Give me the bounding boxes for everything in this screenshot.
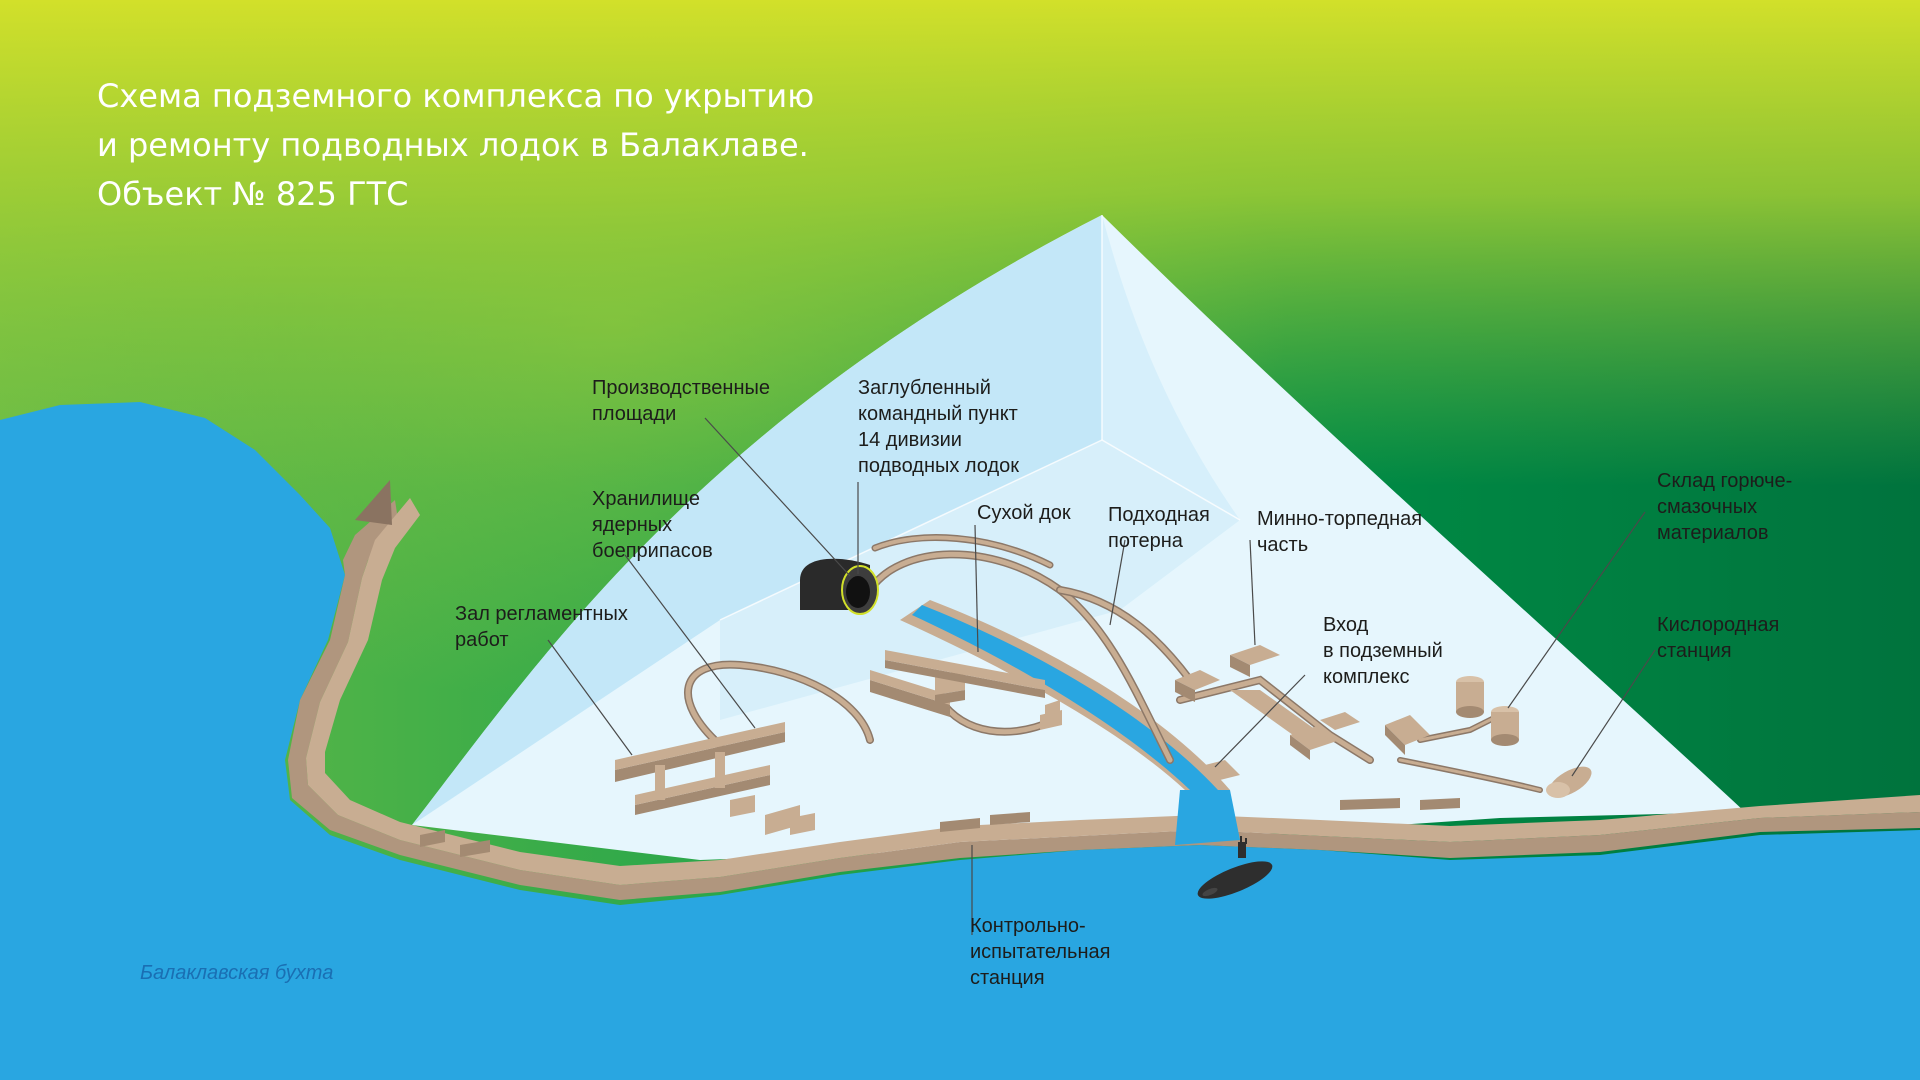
title-line-3: Объект № 825 ГТС (97, 175, 409, 213)
label-mine-torpedo: Минно-торпедная часть (1257, 508, 1423, 556)
label-fuel-storage: Склад горюче- смазочных материалов (1657, 470, 1793, 544)
sea-area (0, 402, 1920, 1080)
dock-channel (900, 600, 1240, 845)
label-maintenance-hall: Зал регламентных работ (455, 603, 628, 651)
label-dry-dock: Сухой док (977, 502, 1071, 524)
command-post-portal (800, 558, 879, 615)
label-test-station: Контрольно- испытательная станция (970, 915, 1111, 989)
mountain-cutaway (412, 215, 1745, 860)
page-title: Схема подземного комплекса по укрытию и … (97, 72, 814, 219)
label-command-post: Заглубленный командный пункт 14 дивизии … (858, 377, 1020, 477)
title-line-2: и ремонту подводных лодок в Балаклаве. (97, 126, 809, 164)
label-entrance: Вход в подземный комплекс (1323, 614, 1443, 688)
submarine-icon (1197, 836, 1273, 899)
tunnel-network (684, 534, 1543, 793)
label-oxygen-station: Кислородная станция (1657, 614, 1780, 662)
label-leader-lines (547, 417, 1656, 935)
structures (420, 645, 1592, 857)
bay-label: Балаклавская бухта (140, 962, 334, 984)
label-approach-tunnel: Подходная потерна (1108, 504, 1210, 552)
label-nuclear-storage: Хранилище ядерных боеприпасов (592, 488, 713, 562)
label-production-areas: Производственные площади (592, 377, 770, 425)
title-line-1: Схема подземного комплекса по укрытию (97, 77, 815, 115)
